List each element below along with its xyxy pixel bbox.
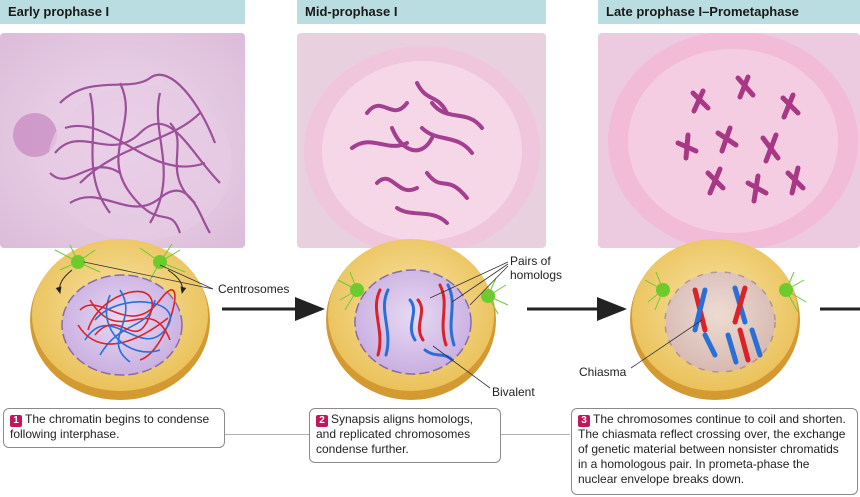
label-chiasma: Chiasma	[579, 365, 627, 379]
caption-text-3: The chromosomes continue to coil and sho…	[578, 412, 846, 486]
step-badge-1: 1	[10, 415, 22, 427]
micrograph-late-prophase	[598, 33, 860, 248]
stage-3-title: Late prophase I–Prometaphase	[598, 0, 860, 24]
label-pairs-of-homologs: Pairs of homologs	[510, 254, 563, 282]
stage-1-title: Early prophase I	[0, 0, 245, 24]
micrograph-early-prophase	[0, 33, 245, 248]
cell-mid-prophase	[326, 239, 509, 400]
label-centrosomes: Centrosomes	[218, 282, 290, 296]
step-badge-3: 3	[578, 415, 590, 427]
cell-late-prophase	[630, 239, 807, 400]
stage-2-title: Mid-prophase I	[297, 0, 546, 24]
caption-text-1: The chromatin begins to condense followi…	[10, 412, 210, 441]
micrograph-mid-prophase	[297, 33, 546, 248]
label-bivalent: Bivalent	[492, 385, 535, 399]
cell-early-prophase	[30, 239, 210, 400]
caption-text-2: Synapsis aligns homologs, and replicated…	[316, 412, 474, 456]
step-badge-2: 2	[316, 415, 328, 427]
